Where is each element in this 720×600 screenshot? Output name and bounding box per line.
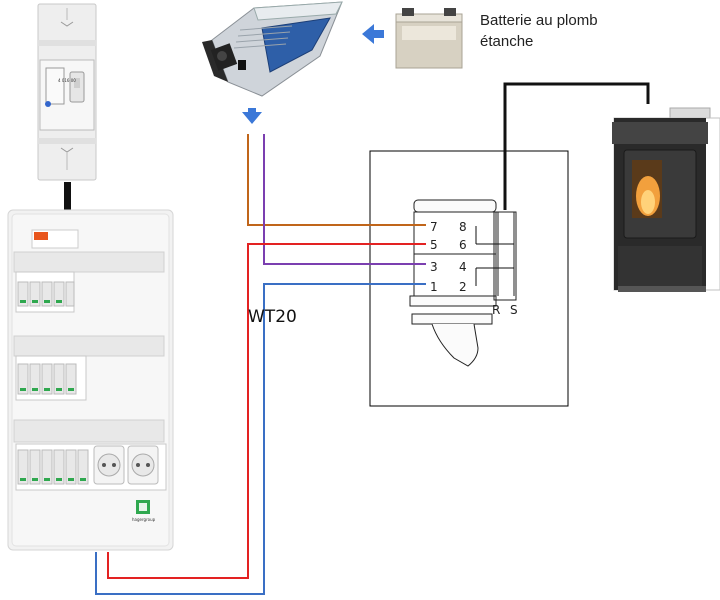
din-breaker-module: 4 016 00	[37, 3, 97, 181]
battery-label-line1: Batterie au plomb	[480, 12, 598, 29]
breaker-model-label: 4 016 00	[58, 78, 76, 83]
electrical-panel: hagergroup	[7, 209, 174, 551]
wt20-connector	[409, 199, 517, 367]
orange-wire	[247, 134, 426, 226]
purple-wire	[263, 134, 426, 265]
panel-sockets	[93, 445, 159, 485]
terminal-r-label: R	[492, 303, 500, 317]
terminal-3: 3	[430, 260, 438, 274]
terminal-jumpers	[475, 226, 514, 286]
black-wire	[503, 82, 650, 210]
red-wire	[107, 243, 426, 579]
inverter-output-arrow	[242, 108, 262, 124]
blue-wire	[95, 283, 426, 595]
power-inverter	[202, 1, 343, 97]
qr-caption: hagergroup	[132, 517, 156, 522]
wt20-label: WT20	[248, 307, 297, 327]
lead-acid-battery	[395, 8, 463, 69]
terminal-s-label: S	[510, 303, 518, 317]
terminal-4: 4	[459, 260, 467, 274]
battery-label-line2: étanche	[480, 33, 533, 50]
terminal-5: 5	[430, 238, 438, 252]
terminal-1: 1	[430, 280, 438, 294]
terminal-8: 8	[459, 220, 467, 234]
battery-to-inverter-arrow	[362, 24, 384, 44]
terminal-6: 6	[459, 238, 467, 252]
pellet-stove	[612, 107, 720, 292]
terminal-7: 7	[430, 220, 438, 234]
terminal-2: 2	[459, 280, 467, 294]
connector-frame	[369, 150, 569, 407]
breaker-connection-bar	[64, 182, 71, 210]
